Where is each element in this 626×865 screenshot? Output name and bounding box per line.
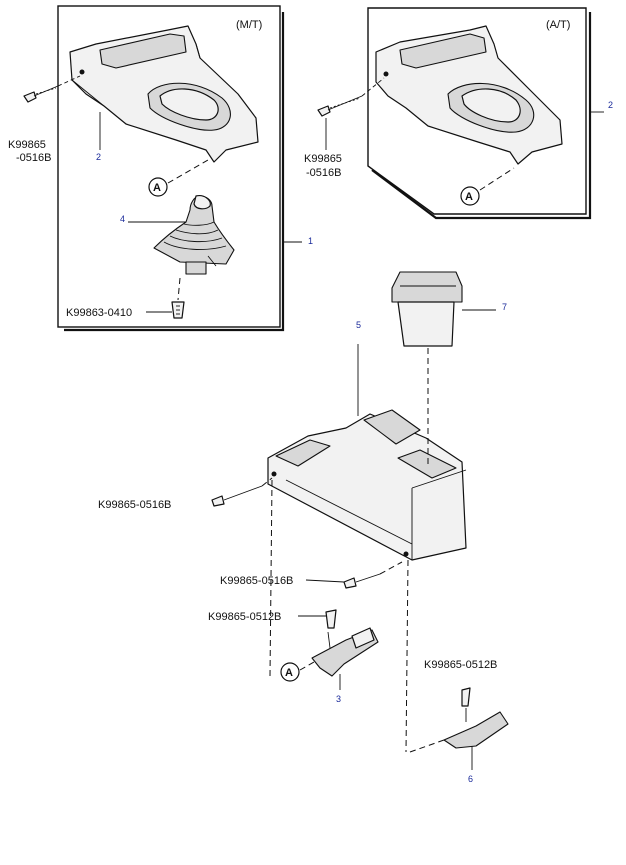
callout-a-mt-text: A [153,182,161,194]
mt-panel-label: (M/T) [236,19,262,31]
item-number-4: 4 [120,214,125,224]
bracket-screw-left-label: K99865-0512B [208,611,281,623]
mt-screw-label-1: K99865 [8,139,46,151]
at-screw-label-2: -0516B [306,167,341,179]
item-number-2-right: 2 [608,100,613,110]
at-panel-label: (A/T) [546,19,570,31]
item-number-5: 5 [356,320,361,330]
bracket-screw-right-label: K99865-0512B [424,659,497,671]
item-number-1: 1 [308,236,313,246]
at-screw-label-1: K99865 [304,153,342,165]
boot-screw [171,277,185,319]
console-screw-lower-label: K99865-0516B [220,575,293,587]
shift-boot [153,195,235,275]
mt-screw-label-2: -0516B [16,152,51,164]
item-number-7: 7 [502,302,507,312]
bracket-rear [409,687,509,770]
callout-a-mt [148,177,168,197]
console-screw-upper [211,477,273,507]
item-number-3: 3 [336,694,341,704]
main-console [267,344,467,561]
bracket-front [311,609,379,690]
at-console-screw [317,77,385,150]
item-number-2-left: 2 [96,152,101,162]
callout-a-main [280,662,300,682]
callout-a-main-text: A [285,667,293,679]
mt-console-screw [23,75,81,103]
callout-a-at [460,186,480,206]
console-screw-upper-label: K99865-0516B [98,499,171,511]
at-panel: (A/T) K99865 -0516B A 2 [304,7,613,220]
callout-a-at-text: A [465,191,473,203]
at-screw-hole [383,71,389,77]
mt-panel: (M/T) K99865 -0516B 2 A [8,5,313,332]
mt-shift-console [69,25,259,163]
boot-screw-label: K99863-0410 [66,307,132,319]
console-hole-front [271,471,277,477]
cup-holder [391,271,496,466]
console-hole-rear [403,551,409,557]
at-shift-console [375,25,563,165]
item-number-6: 6 [468,774,473,784]
mt-screw-hole [79,69,85,75]
console-screw-lower [343,561,403,589]
